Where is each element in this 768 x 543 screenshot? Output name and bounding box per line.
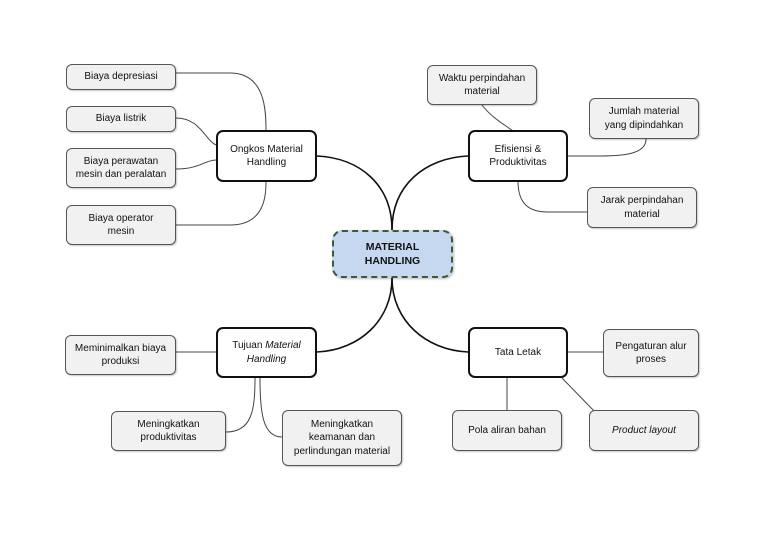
- leaf-meningkatkan-produktivitas[interactable]: Meningkatkan produktivitas: [111, 411, 226, 451]
- leaf-pola-aliran-bahan[interactable]: Pola aliran bahan: [452, 410, 562, 451]
- leaf-label-line2: material: [464, 86, 500, 97]
- branch-ongkos-title-line1: Ongkos Material: [230, 143, 303, 155]
- leaf-biaya-operator[interactable]: Biaya operator mesin: [66, 205, 176, 245]
- branch-tujuan-prefix: Tujuan: [232, 340, 263, 351]
- leaf-biaya-listrik[interactable]: Biaya listrik: [66, 106, 176, 132]
- branch-efisiensi-produktivitas[interactable]: Efisiensi & Produktivitas: [468, 130, 568, 182]
- leaf-label-line2: mesin: [107, 226, 135, 237]
- leaf-pengaturan-alur-proses[interactable]: Pengaturan alur proses: [603, 329, 699, 377]
- leaf-label-line1: Jumlah material: [608, 106, 680, 117]
- leaf-label-line2: yang dipindahkan: [604, 119, 684, 131]
- branch-efisiensi-title-line2: Produktivitas: [489, 157, 547, 168]
- leaf-label: Pola aliran bahan: [468, 424, 546, 436]
- leaf-label-line1: Biaya perawatan: [83, 155, 159, 167]
- branch-tata-letak[interactable]: Tata Letak: [468, 327, 568, 378]
- central-topic-material-handling[interactable]: MATERIAL HANDLING: [332, 230, 453, 278]
- leaf-meminimalkan-biaya[interactable]: Meminimalkan biaya produksi: [65, 335, 176, 375]
- branch-ongkos-title-line2: Handling: [246, 157, 287, 168]
- leaf-label: Biaya depresiasi: [84, 71, 158, 83]
- leaf-label-line1: Meminimalkan biaya: [74, 342, 167, 354]
- branch-tata-title: Tata Letak: [494, 346, 542, 358]
- branch-tujuan-italic2: Handling: [246, 353, 287, 365]
- branch-tujuan-italic1: Material: [265, 340, 301, 351]
- leaf-label-line2: produksi: [101, 356, 140, 367]
- leaf-label: Biaya listrik: [95, 113, 147, 125]
- leaf-biaya-depresiasi[interactable]: Biaya depresiasi: [66, 64, 176, 90]
- leaf-label-line1: Biaya operator: [88, 212, 154, 224]
- branch-ongkos-material-handling[interactable]: Ongkos Material Handling: [216, 130, 317, 182]
- leaf-biaya-perawatan[interactable]: Biaya perawatan mesin dan peralatan: [66, 148, 176, 188]
- leaf-jarak-perpindahan[interactable]: Jarak perpindahan material: [587, 187, 697, 228]
- branch-tujuan-title-line1: Tujuan Material: [232, 339, 301, 353]
- branch-efisiensi-title-line1: Efisiensi &: [494, 143, 542, 155]
- leaf-waktu-perpindahan[interactable]: Waktu perpindahan material: [427, 65, 537, 105]
- leaf-label-line2: proses: [635, 354, 666, 365]
- leaf-label-line1: Pengaturan alur: [615, 340, 687, 352]
- central-topic-line1: MATERIAL: [365, 240, 420, 253]
- leaf-jumlah-material[interactable]: Jumlah material yang dipindahkan: [589, 98, 699, 139]
- leaf-label-line1: Jarak perpindahan: [600, 195, 684, 206]
- leaf-label-line1: Meningkatkan: [137, 418, 200, 430]
- leaf-product-layout[interactable]: Product layout: [589, 410, 699, 451]
- leaf-label-line1: Meningkatkan: [310, 418, 374, 430]
- branch-tujuan-material-handling[interactable]: Tujuan Material Handling: [216, 327, 317, 378]
- leaf-label-line2: material: [624, 208, 660, 220]
- leaf-meningkatkan-keamanan[interactable]: Meningkatkan keamanan dan perlindungan m…: [282, 410, 402, 466]
- leaf-label-line3: perlindungan material: [293, 445, 391, 457]
- leaf-label-line2: produktivitas: [140, 432, 197, 443]
- central-topic-line2: HANDLING: [364, 255, 421, 267]
- leaf-label: Product layout: [612, 424, 676, 436]
- leaf-label-line2: mesin dan peralatan: [75, 169, 167, 180]
- leaf-label-line1: Waktu perpindahan: [438, 72, 526, 84]
- leaf-label-line2: keamanan dan: [308, 432, 376, 444]
